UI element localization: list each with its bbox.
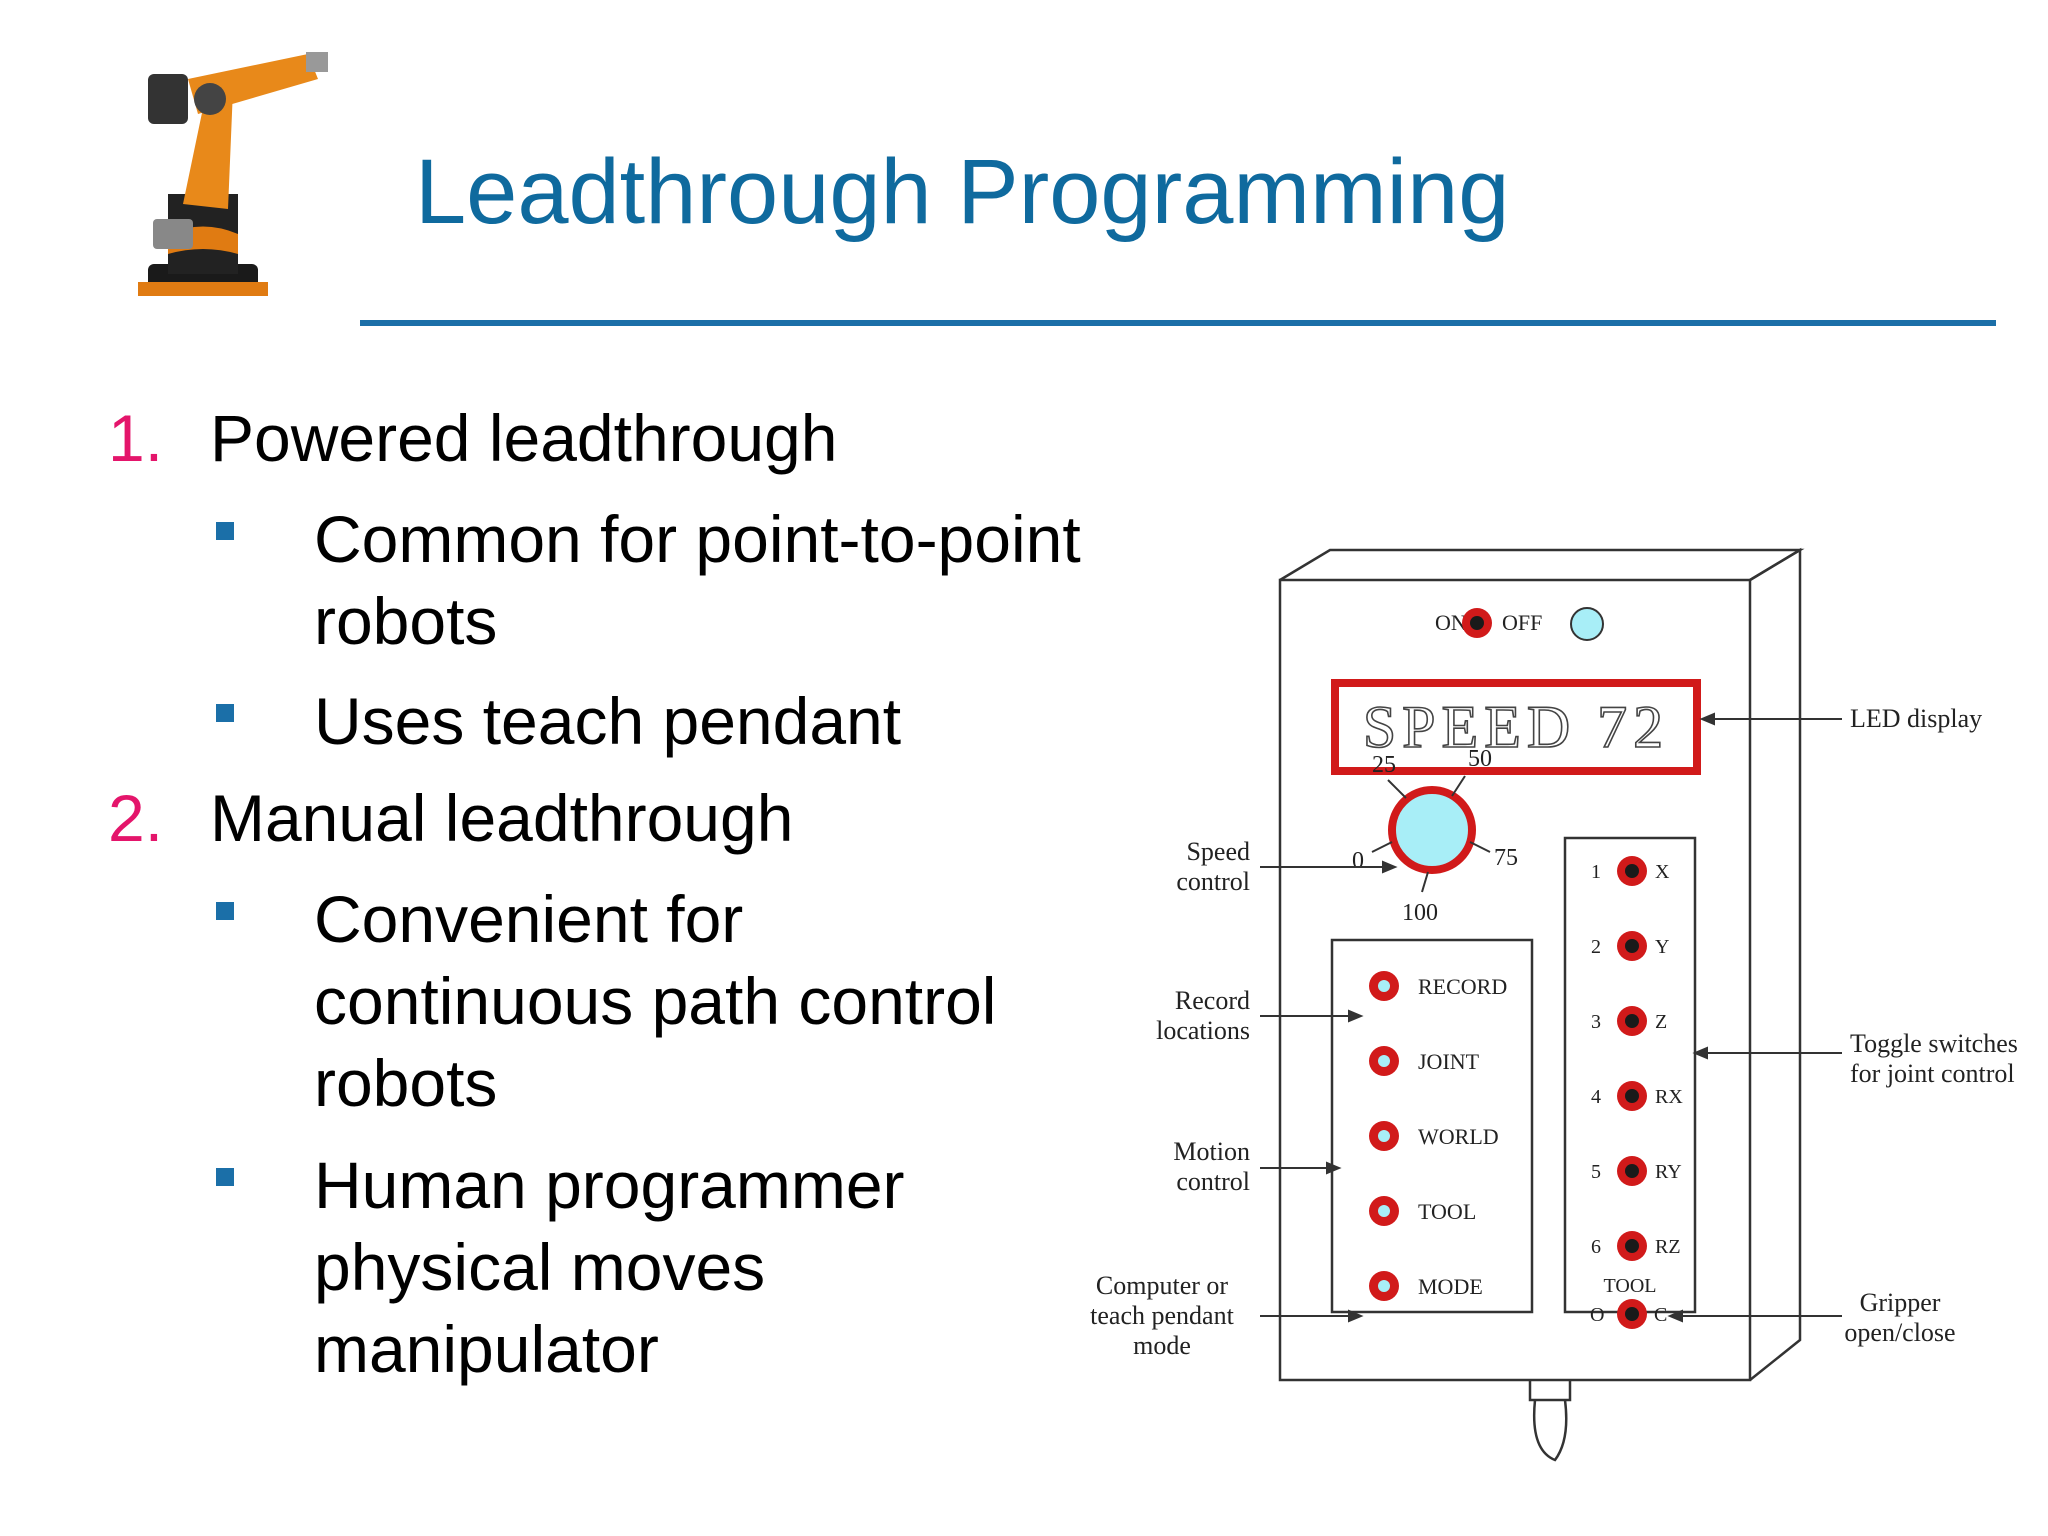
callout-motion-control: Motion control bbox=[1173, 1137, 1250, 1196]
gripper-close-label: C bbox=[1654, 1304, 1667, 1326]
joint-number: 2 bbox=[1591, 936, 1601, 958]
dial-tick-75: 75 bbox=[1494, 845, 1518, 871]
callout-line-text: teach pendant bbox=[1090, 1301, 1234, 1330]
callout-line-text: Record bbox=[1175, 986, 1250, 1015]
joint-number: 6 bbox=[1591, 1236, 1601, 1258]
joint-axis: RX bbox=[1655, 1086, 1683, 1108]
joint-axis: Z bbox=[1655, 1011, 1667, 1033]
item-number: 2. bbox=[108, 781, 164, 855]
callout-line-text: open/close bbox=[1844, 1318, 1955, 1347]
joint-axis: Y bbox=[1655, 936, 1669, 958]
callout-led-display: LED display bbox=[1850, 704, 1982, 733]
callout-record-locations: Record locations bbox=[1156, 986, 1250, 1045]
toggle-center bbox=[1625, 1239, 1639, 1253]
dial-tick-100: 100 bbox=[1402, 900, 1438, 926]
button-center bbox=[1378, 1130, 1390, 1142]
tool-gripper-label: TOOL bbox=[1604, 1275, 1657, 1297]
mode-label: MODE bbox=[1418, 1274, 1483, 1299]
led-display-frame bbox=[1331, 679, 1701, 775]
dial-tick-0: 0 bbox=[1352, 848, 1364, 874]
toggle-center bbox=[1625, 1164, 1639, 1178]
callout-computer-mode: Computer or teach pendant mode bbox=[1090, 1271, 1234, 1360]
power-off-label: OFF bbox=[1502, 610, 1542, 635]
mode-buttons: RECORD JOINT WORLD TOOL MODE bbox=[1369, 971, 1507, 1301]
power-indicator-light bbox=[1570, 607, 1604, 641]
joint-number: 4 bbox=[1591, 1086, 1601, 1108]
item-number: 1. bbox=[108, 401, 164, 475]
toggle-center bbox=[1625, 939, 1639, 953]
callout-line-text: mode bbox=[1133, 1331, 1191, 1360]
button-center bbox=[1378, 980, 1390, 992]
joint-number: 1 bbox=[1591, 861, 1601, 883]
toggle-center bbox=[1625, 1014, 1639, 1028]
callout-line-text: control bbox=[1176, 867, 1250, 896]
slide-title: Leadthrough Programming bbox=[415, 141, 1510, 243]
callout-line-text: for joint control bbox=[1850, 1059, 2015, 1088]
sub-item: Human programmer physical moves manipula… bbox=[314, 1148, 905, 1386]
joint-switches: 1 X 2 Y 3 Z 4 RX 5 RY 6 RZ TOOL O C bbox=[1590, 856, 1683, 1329]
callout-toggle-switches: Toggle switches for joint control bbox=[1850, 1029, 2018, 1088]
callout-lines bbox=[1260, 712, 1842, 1323]
teach-pendant-diagram: ON OFF SPEED 72 25 50 75 0 100 RECORD JO… bbox=[1090, 547, 2018, 1462]
toggle-center bbox=[1625, 1307, 1639, 1321]
joint-axis: X bbox=[1655, 861, 1670, 883]
callout-line-text: Motion bbox=[1173, 1137, 1250, 1166]
bullet-square bbox=[216, 704, 234, 722]
robot-arm-logo bbox=[138, 52, 328, 296]
callout-line-text: Speed bbox=[1186, 837, 1250, 866]
sub-item: Convenient for continuous path control r… bbox=[314, 882, 997, 1120]
callout-line-text: control bbox=[1176, 1167, 1250, 1196]
record-label: RECORD bbox=[1418, 974, 1507, 999]
callout-line-text: Gripper bbox=[1860, 1288, 1941, 1317]
tool-label: TOOL bbox=[1418, 1199, 1476, 1224]
item-heading: Manual leadthrough bbox=[210, 781, 794, 855]
joint-label: JOINT bbox=[1418, 1049, 1480, 1074]
title-divider bbox=[360, 320, 1996, 326]
joint-number: 5 bbox=[1591, 1161, 1601, 1183]
power-switch-center bbox=[1470, 616, 1484, 630]
button-center bbox=[1378, 1205, 1390, 1217]
pendant-housing bbox=[1278, 547, 1805, 1382]
sub-item: Common for point-to-point robots bbox=[314, 502, 1081, 658]
callout-line-text: Toggle switches bbox=[1850, 1029, 2018, 1058]
bullet-square bbox=[216, 1168, 234, 1186]
joint-axis: RY bbox=[1655, 1161, 1682, 1183]
callout-gripper: Gripper open/close bbox=[1844, 1288, 1955, 1347]
button-center bbox=[1378, 1055, 1390, 1067]
power-on-label: ON bbox=[1435, 610, 1467, 635]
gripper-open-label: O bbox=[1590, 1304, 1604, 1326]
pendant-cable bbox=[1528, 1380, 1572, 1462]
led-display-text: SPEED 72 bbox=[1363, 694, 1669, 760]
toggle-center bbox=[1625, 1089, 1639, 1103]
joint-axis: RZ bbox=[1655, 1236, 1681, 1258]
button-center bbox=[1378, 1280, 1390, 1292]
callout-line-text: locations bbox=[1156, 1016, 1250, 1045]
speed-dial[interactable] bbox=[1388, 786, 1476, 874]
joint-number: 3 bbox=[1591, 1011, 1601, 1033]
toggle-center bbox=[1625, 864, 1639, 878]
item-heading: Powered leadthrough bbox=[210, 401, 838, 475]
dial-tick-25: 25 bbox=[1372, 752, 1396, 778]
world-label: WORLD bbox=[1418, 1124, 1499, 1149]
bullet-square bbox=[216, 522, 234, 540]
sub-item: Uses teach pendant bbox=[314, 684, 902, 758]
mode-button-panel bbox=[1330, 938, 1534, 1314]
callout-line-text: Computer or bbox=[1096, 1271, 1228, 1300]
callout-speed-control: Speed control bbox=[1176, 837, 1250, 896]
bullet-square bbox=[216, 902, 234, 920]
dial-tick-50: 50 bbox=[1468, 746, 1492, 772]
